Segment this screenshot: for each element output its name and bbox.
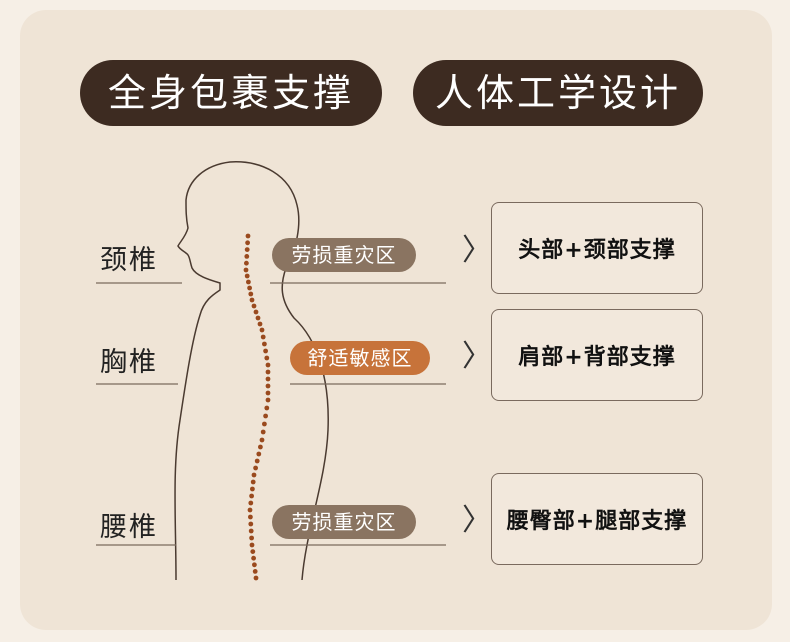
spine-dot	[265, 390, 271, 396]
spine-dot	[244, 273, 250, 279]
spine-dot	[246, 279, 251, 285]
region-label-cervical: 颈椎	[100, 245, 158, 276]
spine-dot	[262, 341, 267, 347]
chevron-right-icon: 〉	[462, 503, 492, 538]
header-pill-full-body-support: 全身包裹支撑	[80, 60, 382, 126]
chevron-right-icon: 〉	[462, 233, 492, 268]
zone-tag-cervical: 劳损重灾区	[272, 238, 416, 272]
spine-dot	[264, 405, 270, 411]
spine-dot	[265, 376, 271, 382]
spine-dot	[264, 355, 270, 361]
header-pill-ergonomic-design: 人体工学设计	[413, 60, 703, 126]
region-label-lumbar: 腰椎	[100, 512, 158, 543]
spine-dot	[249, 535, 255, 541]
spine-dot	[251, 303, 257, 309]
spine-dot	[253, 575, 259, 581]
spine-dot	[244, 260, 249, 266]
spine-dot	[250, 479, 256, 485]
spine-dot	[260, 429, 266, 435]
silhouette-outline	[174, 161, 329, 581]
spine-dot	[253, 309, 259, 315]
spine-dot	[243, 267, 249, 273]
spine-dot	[253, 465, 258, 471]
support-box-head-neck: 头部+颈部支撑	[491, 202, 703, 294]
spine-dot	[252, 562, 257, 568]
spine-dot	[247, 507, 253, 513]
spine-dot	[262, 421, 267, 427]
zone-tag-lumbar: 劳损重灾区	[272, 505, 416, 539]
chevron-right-icon: 〉	[462, 339, 492, 374]
spine-dot	[265, 383, 271, 389]
spine-dot	[244, 247, 250, 253]
spine-dot	[251, 472, 257, 478]
spine-dot	[265, 369, 271, 375]
spine-dot	[248, 291, 254, 297]
spine-dot	[265, 362, 271, 368]
spine-dot	[244, 254, 250, 259]
spine-dot	[249, 493, 255, 499]
spine-dot	[248, 514, 253, 520]
spine-dot	[250, 486, 255, 492]
spine-dot	[259, 327, 265, 333]
dotted-spine-icon	[243, 233, 271, 581]
spine-dot	[258, 444, 263, 450]
spine-dot	[249, 297, 255, 303]
spine-dot	[245, 233, 251, 239]
spine-dot	[255, 315, 261, 321]
spine-dot	[248, 528, 254, 534]
spine-dot	[263, 413, 268, 419]
spine-dot	[254, 458, 260, 464]
spine-dot	[252, 569, 258, 574]
spine-dot	[251, 555, 256, 561]
spine-dot	[259, 437, 265, 443]
support-label-shoulder-back: 肩部+背部支撑	[518, 345, 676, 370]
spine-dot	[250, 549, 256, 554]
spine-dot	[248, 500, 254, 506]
spine-dot	[257, 321, 263, 327]
support-label-hip-leg: 腰臀部+腿部支撑	[506, 509, 688, 534]
zone-tag-thoracic: 舒适敏感区	[290, 341, 430, 375]
support-box-hip-leg: 腰臀部+腿部支撑	[491, 473, 703, 565]
spine-dot	[256, 451, 262, 457]
spine-dot	[260, 334, 266, 340]
support-label-head-neck: 头部+颈部支撑	[518, 238, 676, 263]
spine-dot	[245, 240, 251, 246]
support-box-shoulder-back: 肩部+背部支撑	[491, 309, 703, 401]
spine-dot	[263, 348, 268, 354]
region-label-thoracic: 胸椎	[100, 347, 158, 378]
spine-dot	[249, 542, 255, 548]
spine-dot	[247, 285, 253, 291]
spine-dot	[248, 521, 254, 527]
spine-dot	[265, 397, 271, 403]
